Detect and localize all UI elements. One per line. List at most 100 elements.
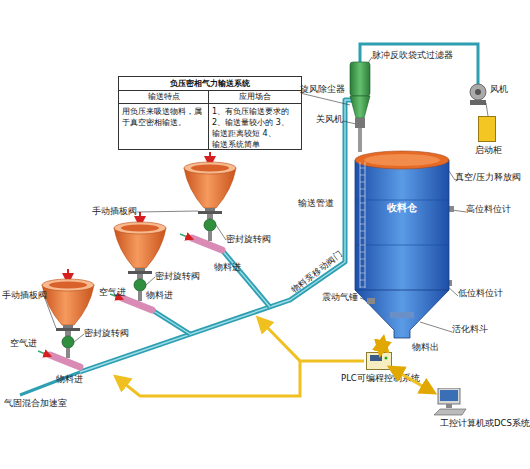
table-header-cell-label: 应用场合 — [209, 91, 301, 102]
computer: 工控计算机或DCS系统 — [432, 388, 468, 416]
ladder-rung — [360, 224, 365, 225]
exhaust-fan-part — [470, 84, 486, 100]
silo-body — [355, 160, 449, 338]
part-label: 物料进 — [56, 374, 83, 385]
computer-label: 工控计算机或DCS系统 — [440, 418, 530, 429]
exhaust-fan — [470, 84, 488, 116]
part-label: 风机 — [490, 84, 508, 95]
ladder-rung — [360, 203, 365, 204]
ladder-rung — [360, 266, 365, 267]
receiving-silo-label: 收料仓 — [352, 202, 452, 213]
control-connector — [392, 369, 432, 392]
filter-and-cyclone-part — [358, 128, 362, 152]
part-label: 物料泵移动阀门 — [289, 248, 345, 295]
part-label: 物料出 — [412, 342, 439, 353]
screen — [440, 390, 458, 401]
feed-hoppers-part — [38, 269, 94, 367]
ladder-rung — [360, 210, 365, 211]
ladder — [365, 162, 366, 288]
computer-outline — [432, 388, 468, 416]
table-header-cell: 输送特点 — [119, 90, 209, 103]
monitor — [438, 388, 460, 404]
table-box: 负压密相气力输送系统输送特点应用场合用负压来吸送物料，属于真空密相输送。1、有负… — [118, 76, 302, 150]
part-label: 气固混合加速室 — [4, 398, 67, 409]
conveying-pipe-part — [222, 250, 270, 307]
table-cell: 1、有负压输送要求的 2、输送量较小的 3、输送距离较短 4、输送系统简单 — [209, 103, 301, 149]
vibrator — [367, 298, 375, 304]
plc-led — [385, 357, 388, 360]
control-lines-part — [262, 322, 364, 361]
ladder-rung — [360, 231, 365, 232]
filter-and-cyclone-part — [355, 118, 365, 128]
ladder-rung — [360, 189, 365, 190]
silo-cap — [364, 154, 440, 166]
keyboard — [434, 409, 466, 415]
leader-lines-part — [343, 121, 356, 124]
leader-lines-part — [44, 296, 56, 328]
part-label: 物料进 — [146, 290, 173, 301]
table-header-cell-label: 输送特点 — [119, 91, 208, 102]
table-cell-label: 用负压来吸送物料，属于真空密相输送。 — [122, 106, 206, 128]
start-cabinet: 启动柜 — [478, 116, 496, 142]
part-label: 手动插板阀 — [2, 290, 47, 301]
ladder-rung — [360, 252, 365, 253]
monitor-stand — [446, 404, 452, 408]
conveying-pipe-part — [222, 250, 270, 307]
part-label: 密封旋转阀 — [84, 328, 129, 339]
part-label: 真空/压力释放阀 — [455, 172, 521, 183]
part-label: 物料进 — [214, 262, 241, 273]
leader-lines — [44, 57, 466, 342]
ladder-rung — [360, 175, 365, 176]
silo-cap — [355, 151, 449, 169]
plc-cabinet-label: PLC可编程控制系统 — [341, 373, 420, 384]
plc-display — [370, 355, 382, 361]
part-label: 低位料位计 — [458, 288, 503, 299]
leader-lines-part — [74, 334, 84, 342]
control-connector — [381, 340, 383, 352]
table-cell: 用负压来吸送物料，属于真空密相输送。 — [119, 103, 209, 149]
part-label: 空气进 — [99, 287, 126, 298]
leader-lines-part — [420, 322, 452, 332]
ladder — [360, 162, 361, 288]
leader-lines-part — [216, 225, 226, 240]
table-cell-label: 1、有负压输送要求的 2、输送量较小的 3、输送距离较短 4、输送系统简单 — [212, 106, 300, 150]
leader-lines-part — [452, 210, 466, 212]
filter-and-cyclone-part — [350, 96, 370, 118]
ladder-rung — [360, 273, 365, 274]
exhaust-fan-part — [475, 89, 481, 95]
ladder-rung — [360, 287, 365, 288]
silo-seam — [355, 245, 449, 246]
conveying-pipe-part — [152, 310, 190, 334]
receiving-silo: 收料仓 — [352, 140, 452, 340]
part-label: 空气进 — [10, 338, 37, 349]
part-label: 震动气锤 — [322, 292, 358, 303]
start-cabinet-label: 启动柜 — [475, 145, 502, 156]
activator-band — [390, 312, 414, 318]
part-label: 高位料位计 — [466, 204, 511, 215]
filter-and-cyclone-part — [360, 44, 478, 84]
exhaust-fan-part — [470, 100, 486, 105]
plc-cabinet: PLC可编程控制系统 — [366, 352, 392, 370]
leader-lines-part — [300, 93, 350, 105]
ladder-rung — [360, 259, 365, 260]
conveying-pipe-part — [152, 310, 190, 334]
part-label: 关风机 — [316, 114, 343, 125]
table-header-cell: 应用场合 — [209, 90, 301, 103]
ladder-rung — [360, 168, 365, 169]
part-label: 密封旋转阀 — [226, 234, 271, 245]
feed-hoppers — [38, 152, 236, 367]
plc-face — [366, 352, 392, 370]
leader-lines-part — [146, 277, 155, 285]
filter-and-cyclone-part — [350, 62, 370, 96]
leader-lines-part — [137, 211, 198, 212]
ladder-rung — [360, 280, 365, 281]
part-label: 输送管道 — [298, 198, 334, 209]
ladder-rung — [360, 238, 365, 239]
part-label: 手动插板阀 — [92, 206, 137, 217]
part-label: 密封旋转阀 — [155, 271, 200, 282]
part-label: 脉冲反吹袋式过滤器 — [372, 50, 453, 61]
ladder-rung — [360, 245, 365, 246]
control-lines — [120, 322, 364, 396]
